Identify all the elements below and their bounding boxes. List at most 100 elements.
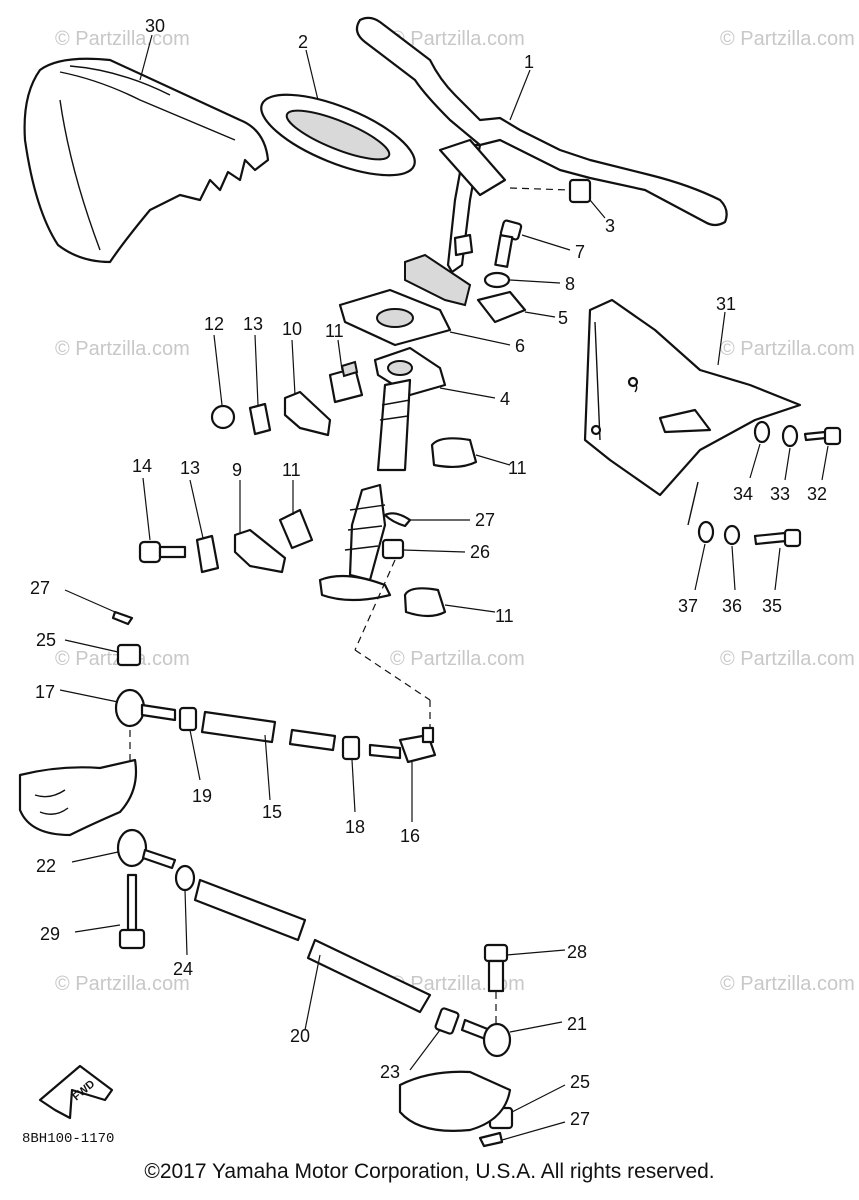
callout-6: 6 bbox=[515, 336, 525, 356]
watermark: © Partzilla.com bbox=[55, 973, 190, 995]
callout-9: 9 bbox=[232, 460, 242, 480]
callout-4: 4 bbox=[500, 389, 510, 409]
callout-30: 30 bbox=[145, 16, 165, 36]
leader-2 bbox=[305, 49, 319, 101]
part-13-plate-upper bbox=[248, 334, 272, 436]
guide-line bbox=[687, 481, 699, 526]
callout-3: 3 bbox=[605, 216, 615, 236]
part-18-nut bbox=[341, 735, 361, 813]
callout-33: 33 bbox=[770, 484, 790, 504]
leader-30 bbox=[139, 34, 153, 81]
watermark: © Partzilla.com bbox=[390, 28, 525, 50]
callout-35: 35 bbox=[762, 596, 782, 616]
exploded-parts-diagram: © Partzilla.com © Partzilla.com © Partzi… bbox=[18, 16, 855, 1148]
copyright-notice: ©2017 Yamaha Motor Corporation, U.S.A. A… bbox=[144, 1160, 715, 1183]
callout-21: 21 bbox=[567, 1014, 587, 1034]
callout-labels: 30 2 1 3 7 8 5 6 4 12 13 10 11 11 14 13 … bbox=[30, 16, 827, 1129]
callout-25: 25 bbox=[570, 1072, 590, 1092]
part-28-bolt bbox=[483, 943, 566, 1025]
part-27-cotter-pin-mid bbox=[383, 512, 470, 528]
callout-11: 11 bbox=[508, 458, 527, 478]
part-9-bracket bbox=[233, 480, 287, 574]
part-33-washer bbox=[781, 424, 799, 481]
callout-5: 5 bbox=[558, 308, 568, 328]
part-6-holder bbox=[338, 288, 511, 347]
callout-32: 32 bbox=[807, 484, 827, 504]
callout-22: 22 bbox=[36, 856, 56, 876]
part-10-bracket bbox=[283, 339, 332, 437]
watermark: © Partzilla.com bbox=[720, 973, 855, 995]
callout-10: 10 bbox=[282, 319, 302, 339]
part-11-grommet-mid bbox=[278, 508, 314, 550]
leader-11 bbox=[337, 339, 343, 371]
part-30-handlebar-cover bbox=[23, 57, 270, 264]
part-32-bolt bbox=[803, 426, 842, 481]
part-34-washer bbox=[749, 420, 771, 479]
callout-29: 29 bbox=[40, 924, 60, 944]
callout-37: 37 bbox=[678, 596, 698, 616]
part-26-castle-nut bbox=[354, 538, 466, 730]
callout-24: 24 bbox=[173, 959, 193, 979]
callout-11: 11 bbox=[282, 460, 301, 480]
diagram-ref-number: 8BH100-1170 bbox=[22, 1131, 114, 1147]
callout-1: 1 bbox=[524, 52, 534, 72]
watermark: © Partzilla.com bbox=[55, 28, 190, 50]
callout-27: 27 bbox=[475, 510, 495, 530]
steering-arm-sketch bbox=[18, 758, 138, 837]
callout-34: 34 bbox=[733, 484, 753, 504]
callout-11: 11 bbox=[495, 606, 514, 626]
callout-19: 19 bbox=[192, 786, 212, 806]
callout-23: 23 bbox=[380, 1062, 400, 1082]
part-29-bolt bbox=[74, 873, 146, 950]
part-8-washer bbox=[483, 271, 561, 289]
knuckle-sketch bbox=[398, 1070, 512, 1132]
callout-15: 15 bbox=[262, 802, 282, 822]
watermark: © Partzilla.com bbox=[55, 338, 190, 360]
callout-28: 28 bbox=[567, 942, 587, 962]
part-11-grommet-low bbox=[403, 587, 496, 618]
part-37-washer bbox=[694, 520, 715, 591]
watermark: © Partzilla.com bbox=[390, 648, 525, 670]
callout-20: 20 bbox=[290, 1026, 310, 1046]
callout-8: 8 bbox=[565, 274, 575, 294]
callout-7: 7 bbox=[575, 242, 585, 262]
callout-13: 13 bbox=[180, 458, 200, 478]
part-5-clamp bbox=[476, 290, 556, 324]
part-1-handlebar bbox=[355, 16, 728, 307]
callout-14: 14 bbox=[132, 456, 152, 476]
watermark: © Partzilla.com bbox=[720, 648, 855, 670]
watermark: © Partzilla.com bbox=[720, 338, 855, 360]
part-19-nut bbox=[178, 706, 201, 781]
part-24-nut bbox=[174, 864, 196, 956]
callout-17: 17 bbox=[35, 682, 55, 702]
part-36-washer bbox=[723, 524, 741, 591]
part-14-bolt bbox=[138, 477, 187, 564]
part-25-nut-upper bbox=[64, 639, 142, 667]
part-31-bracket bbox=[583, 298, 802, 497]
part-21-tie-rod-end bbox=[460, 1018, 563, 1058]
part-12-nut bbox=[210, 334, 236, 430]
part-27-cotter-pin-bottom bbox=[478, 1121, 566, 1148]
part-17-tie-rod-end bbox=[59, 688, 177, 770]
callout-12: 12 bbox=[204, 314, 224, 334]
part-7-bolt bbox=[494, 219, 571, 268]
callout-11: 11 bbox=[325, 321, 344, 341]
part-22-tie-rod-end bbox=[71, 828, 177, 870]
part-16-tie-rod-end bbox=[368, 726, 437, 822]
part-35-bolt bbox=[753, 528, 802, 591]
watermark: © Partzilla.com bbox=[720, 28, 855, 50]
part-13-plate-lower bbox=[189, 479, 220, 574]
callout-16: 16 bbox=[400, 826, 420, 846]
part-11-grommet-right bbox=[430, 437, 511, 469]
callout-36: 36 bbox=[722, 596, 742, 616]
part-23-nut bbox=[409, 1007, 460, 1071]
part-20-rod bbox=[193, 878, 432, 1031]
fwd-arrow-icon: FWD bbox=[38, 1064, 114, 1120]
callout-2: 2 bbox=[298, 32, 308, 52]
part-3-bolt bbox=[509, 178, 606, 219]
leader-1 bbox=[509, 69, 531, 121]
part-27-cotter-pin-left bbox=[64, 589, 134, 626]
part-4-lower-shaft bbox=[318, 483, 392, 602]
callout-13: 13 bbox=[243, 314, 263, 334]
